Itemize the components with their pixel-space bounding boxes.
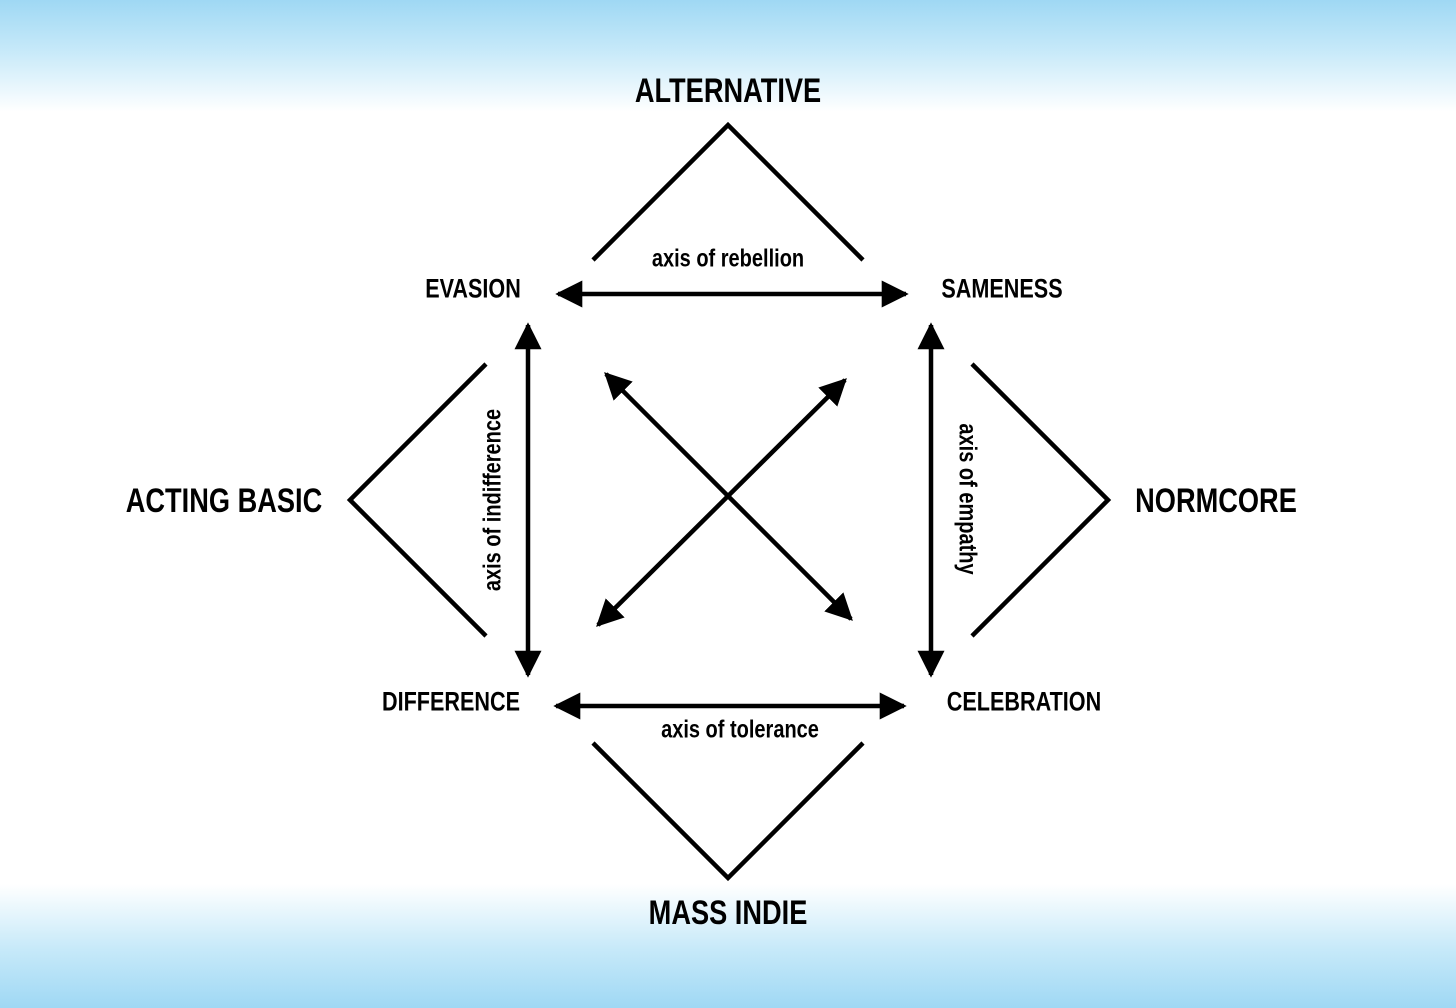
label-acting-basic: ACTING BASIC (125, 482, 323, 520)
label-axis-of-indifference: axis of indifference (478, 408, 507, 592)
chevron-top (591, 121, 865, 262)
label-sameness: SAMENESS (941, 273, 1063, 304)
label-alternative: ALTERNATIVE (634, 72, 822, 110)
chevron-right (970, 362, 1112, 638)
label-difference: DIFFERENCE (381, 686, 521, 717)
label-axis-of-rebellion: axis of rebellion (651, 244, 805, 273)
chevron-left (346, 362, 488, 638)
label-normcore: NORMCORE (1135, 482, 1297, 520)
label-evasion: EVASION (425, 273, 521, 304)
chevron-bottom (591, 741, 865, 882)
label-celebration: CELEBRATION (946, 686, 1102, 717)
label-mass-indie: MASS INDIE (648, 894, 808, 932)
label-axis-of-tolerance: axis of tolerance (661, 715, 819, 744)
label-axis-of-empathy: axis of empathy (953, 423, 982, 575)
arrow-diagonal-sameness-difference (596, 378, 847, 627)
